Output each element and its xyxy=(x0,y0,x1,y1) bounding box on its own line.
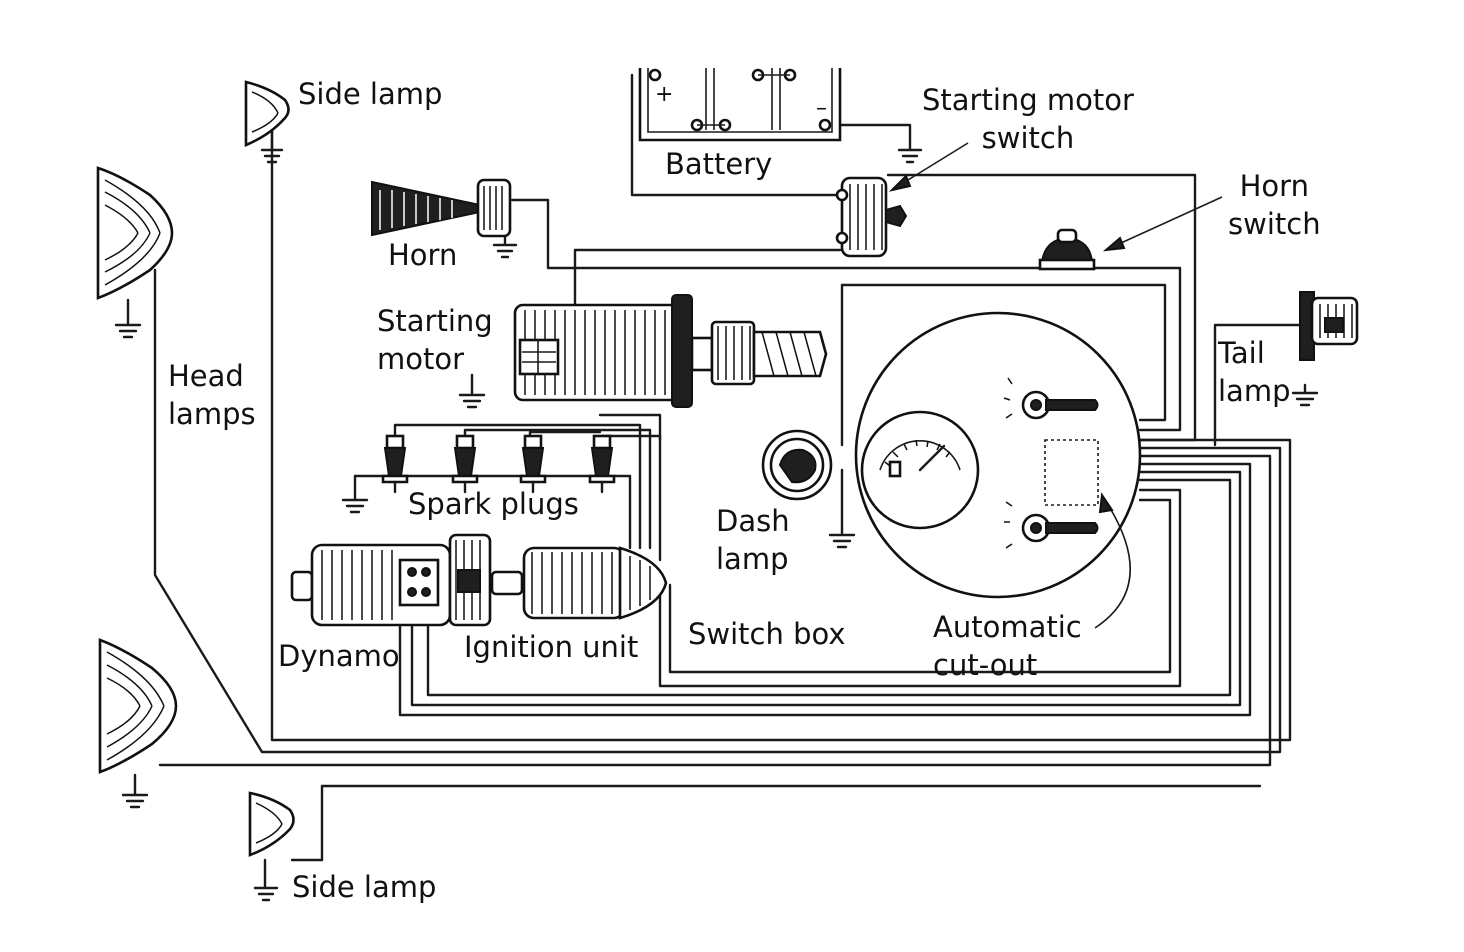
label-line: lamps xyxy=(168,397,256,431)
head-lamp-top xyxy=(96,166,174,300)
automatic-cut-out-label: Automatic cut-out xyxy=(933,608,1082,684)
label-line: switch xyxy=(981,121,1075,155)
spark-plug xyxy=(519,434,547,494)
switch-box-label: Switch box xyxy=(688,615,846,653)
dynamo xyxy=(290,533,492,627)
pointer-arrows xyxy=(888,142,1223,629)
label-line: Ignition unit xyxy=(464,630,639,664)
label-line: Horn xyxy=(388,238,458,272)
ground-icon xyxy=(253,858,279,902)
tail-lamp-label: Tail lamp xyxy=(1218,334,1291,410)
horn-switch-label: Horn switch xyxy=(1228,167,1321,243)
label-line: Side lamp xyxy=(298,77,443,111)
label-line: Horn xyxy=(1239,169,1309,203)
wiring-harness xyxy=(153,73,1302,862)
ground-icon xyxy=(341,474,369,514)
starting-motor xyxy=(513,294,828,408)
label-line: Side lamp xyxy=(292,870,437,904)
label-line: Starting xyxy=(377,304,493,338)
battery-plus-label: + xyxy=(655,82,673,107)
horn-label: Horn xyxy=(388,236,457,274)
tail-lamp xyxy=(1299,291,1359,361)
spark-plugs xyxy=(381,434,616,494)
battery-label: Battery xyxy=(665,145,772,183)
switch-box xyxy=(854,311,1142,599)
dash-lamp xyxy=(761,429,833,501)
horn-switch xyxy=(1038,228,1096,271)
ground-icon xyxy=(458,373,486,409)
label-line: switch xyxy=(1228,207,1321,241)
dynamo-label: Dynamo xyxy=(278,637,400,675)
label-line: cut-out xyxy=(933,648,1038,682)
starting-motor-label: Starting motor xyxy=(377,302,493,378)
spark-plugs-label: Spark plugs xyxy=(408,485,579,523)
label-line: Tail xyxy=(1218,336,1265,370)
label-line: Spark plugs xyxy=(408,487,579,521)
ground-icon xyxy=(828,523,856,549)
side-lamp-bottom xyxy=(248,791,295,857)
ignition-unit-label: Ignition unit xyxy=(464,628,638,666)
spark-plug xyxy=(451,434,479,494)
label-line: Starting motor xyxy=(922,83,1134,117)
head-lamp-bottom xyxy=(98,638,178,774)
ground-icon xyxy=(121,773,149,809)
spark-plug xyxy=(588,434,616,494)
starting-motor-switch xyxy=(835,176,908,258)
label-line: Battery xyxy=(665,147,773,181)
label-line: Dynamo xyxy=(278,639,400,673)
label-line: lamp xyxy=(1218,374,1291,408)
starting-motor-switch-label: Starting motor switch xyxy=(922,81,1134,157)
ignition-unit xyxy=(490,546,668,620)
head-lamps-label: Head lamps xyxy=(168,357,256,433)
ground-icon xyxy=(1291,383,1319,407)
battery-minus-label: – xyxy=(816,96,827,121)
label-line: Switch box xyxy=(688,617,846,651)
battery: + – xyxy=(638,68,842,142)
side-lamp-top-label: Side lamp xyxy=(298,75,442,113)
ground-icon xyxy=(260,128,284,164)
side-lamp-top xyxy=(244,80,290,147)
label-line: Dash xyxy=(716,504,790,538)
dash-lamp-label: Dash lamp xyxy=(716,502,790,578)
ground-icon xyxy=(897,138,923,164)
label-line: Automatic xyxy=(933,610,1082,644)
side-lamp-bottom-label: Side lamp xyxy=(292,868,436,906)
ground-icon xyxy=(114,298,142,339)
horn xyxy=(371,178,512,238)
label-line: Head xyxy=(168,359,244,393)
label-line: motor xyxy=(377,342,465,376)
spark-plug xyxy=(381,434,409,494)
ground-symbols xyxy=(114,128,1319,902)
label-line: lamp xyxy=(716,542,789,576)
